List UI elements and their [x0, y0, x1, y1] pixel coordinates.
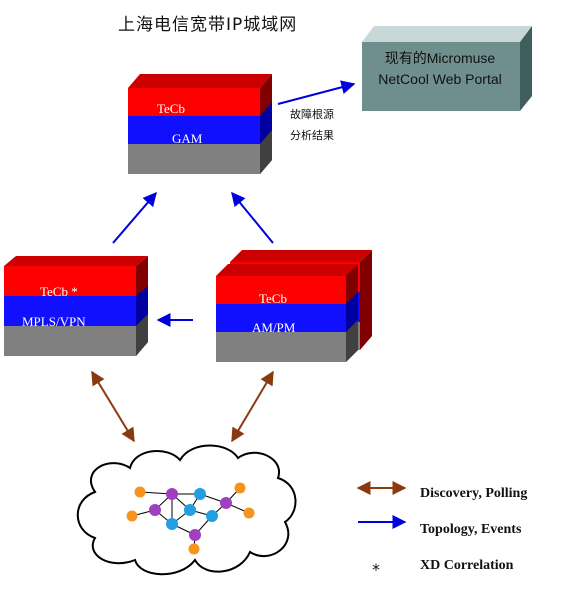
node-orange: [126, 510, 138, 522]
diagram-title: 上海电信宽带IP城域网: [118, 15, 298, 35]
portal-label: 现有的Micromuse NetCool Web Portal: [366, 48, 514, 90]
left-block-top-label: TeCb *: [40, 284, 78, 299]
legend-label-topology: Topology, Events: [420, 522, 522, 537]
node-purple: [149, 504, 161, 516]
legend-star-symbol: *: [372, 560, 380, 579]
node-purple: [220, 497, 232, 509]
node-cyan: [166, 518, 178, 530]
node-cyan: [184, 504, 196, 516]
arrow-network-right: [231, 370, 274, 443]
annotation-line2: 分析结果: [290, 129, 334, 142]
network-nodes: [126, 482, 255, 555]
node-cyan: [194, 488, 206, 500]
top-block-top-label: TeCb: [157, 101, 185, 116]
node-orange: [234, 482, 246, 494]
portal-line2: NetCool Web Portal: [378, 71, 502, 87]
node-purple: [166, 488, 178, 500]
portal-line1: 现有的Micromuse: [384, 50, 496, 66]
left-block-mid-label: MPLS/VPN: [22, 314, 86, 329]
node-cyan: [206, 510, 218, 522]
arrow-gam-to-portal: [277, 80, 356, 105]
top-block-gam: [128, 74, 272, 174]
top-block-mid-label: GAM: [172, 131, 203, 146]
arrow-right-to-gam: [231, 191, 274, 244]
portal-box: [362, 26, 532, 111]
right-block-mid-label: AM/PM: [252, 320, 296, 335]
node-orange: [188, 543, 200, 555]
node-purple: [189, 529, 201, 541]
right-block-ampm: [216, 250, 372, 362]
left-block-mpls: [4, 256, 148, 356]
right-block-top-label: TeCb: [259, 291, 287, 306]
node-orange: [134, 486, 146, 498]
legend-label-correlation: XD Correlation: [420, 558, 514, 573]
legend-label-discovery: Discovery, Polling: [420, 486, 528, 501]
arrow-network-left: [91, 370, 135, 443]
annotation-line1: 故障根源: [290, 108, 334, 121]
arrow-left-to-gam: [112, 191, 157, 244]
node-orange: [243, 507, 255, 519]
